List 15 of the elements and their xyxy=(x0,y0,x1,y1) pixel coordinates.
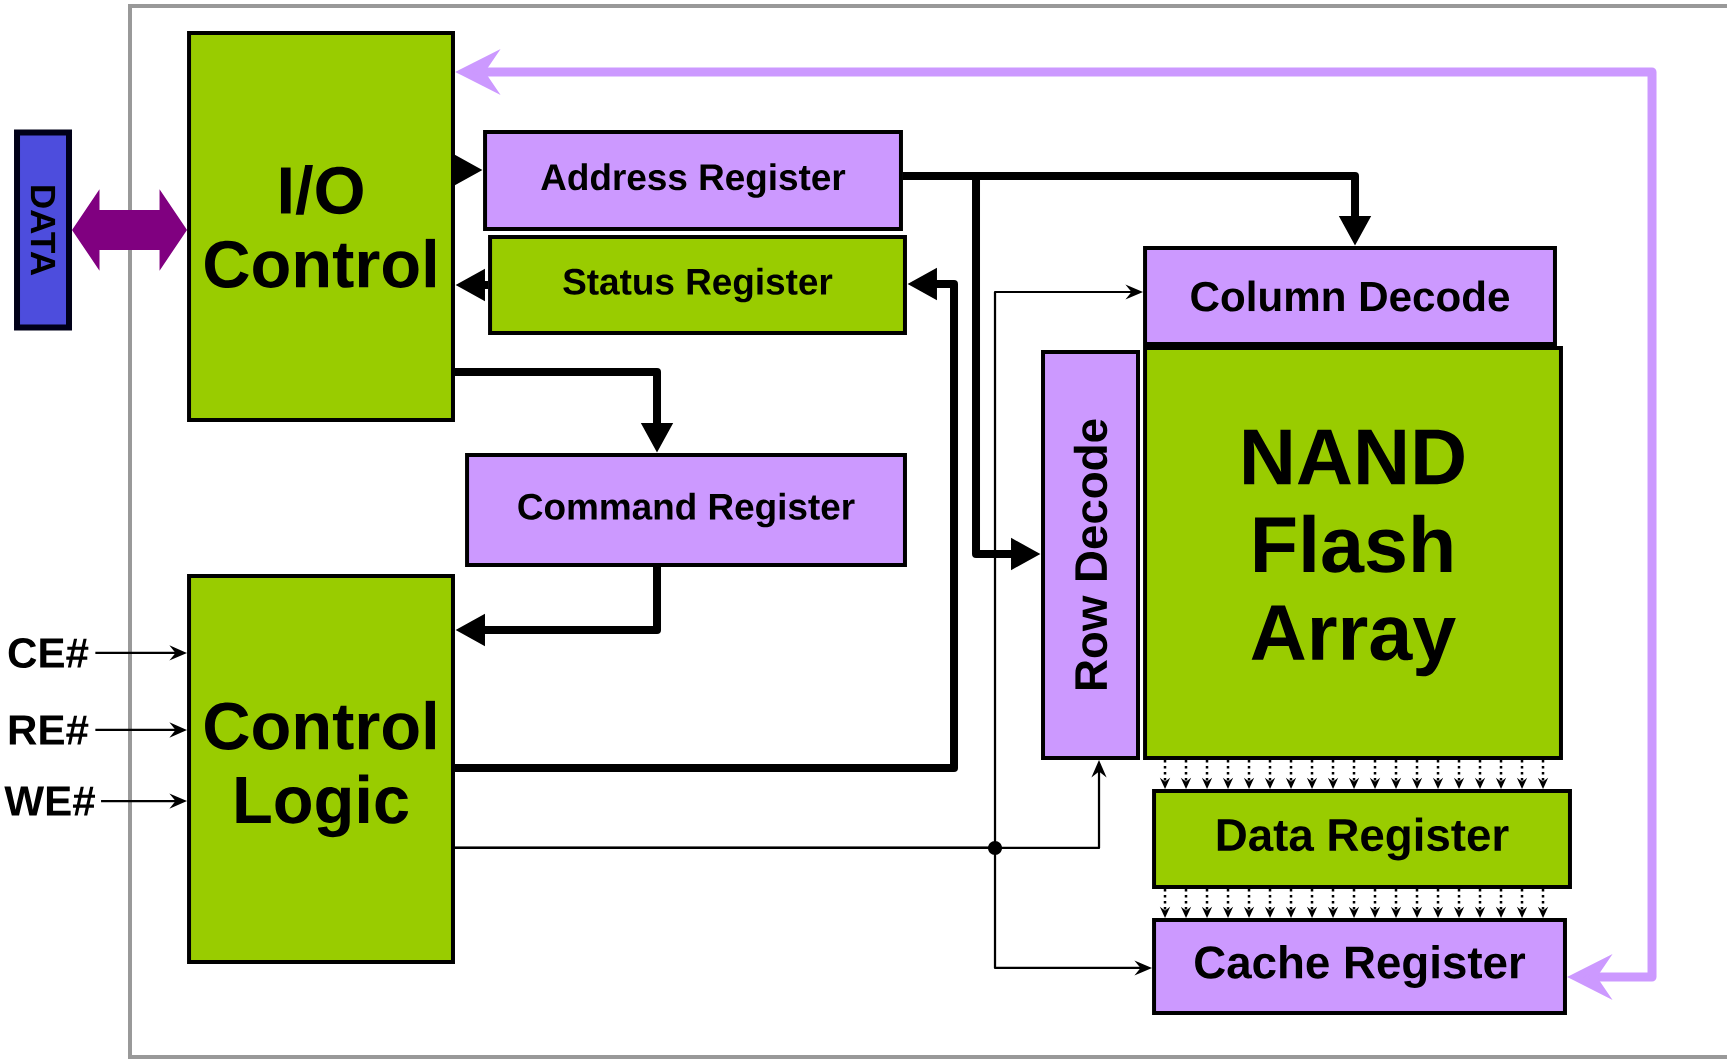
logic-block: I/O Control xyxy=(187,31,455,422)
memory-array-box: NAND Flash Array xyxy=(1143,346,1563,760)
register-box: Address Register xyxy=(483,130,903,231)
register-box: Command Register xyxy=(465,453,907,567)
logic-block: Control Logic xyxy=(187,574,455,964)
decoder-box: Row Decode xyxy=(1041,350,1140,760)
register-box: Status Register xyxy=(488,235,907,335)
double-arrow xyxy=(72,189,187,271)
register-box: Data Register xyxy=(1152,789,1572,889)
signal-label: WE# xyxy=(4,786,95,816)
decoder-box: Column Decode xyxy=(1143,246,1557,346)
data-port-box: DATA xyxy=(14,129,72,331)
register-box: Cache Register xyxy=(1152,918,1567,1015)
signal-label: CE# xyxy=(8,638,89,668)
signal-label: RE# xyxy=(9,715,89,745)
